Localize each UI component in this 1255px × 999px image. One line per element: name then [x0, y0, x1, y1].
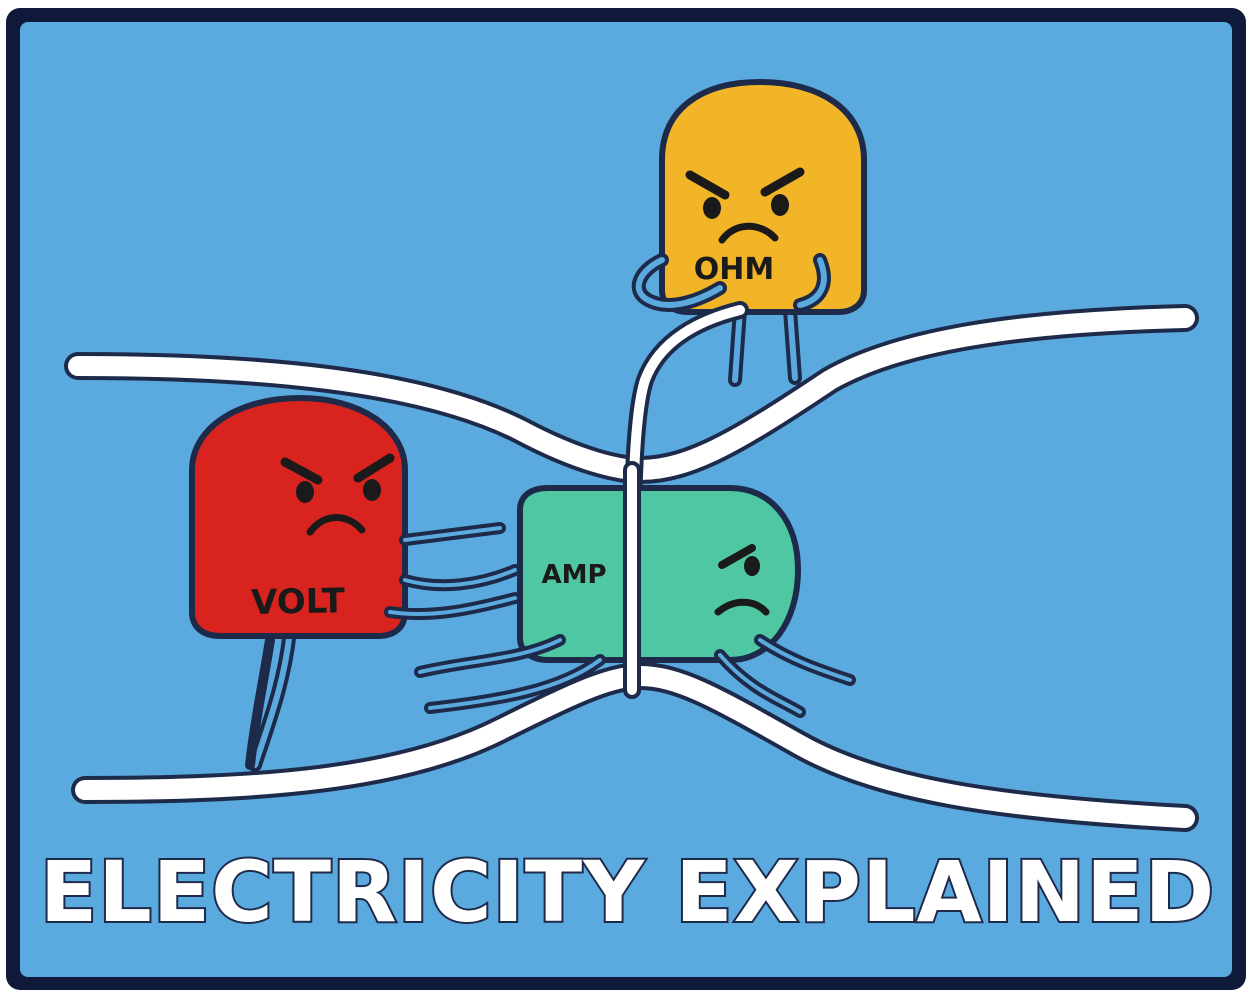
amp-character — [414, 461, 856, 718]
caption-text: ELECTRICITY EXPLAINED — [38, 841, 1216, 943]
volt-character — [189, 394, 521, 772]
ohm-label: OHM — [693, 252, 775, 287]
ohm-body — [659, 78, 867, 315]
amp-body — [517, 485, 802, 663]
volt-label: VOLT — [250, 581, 346, 623]
amp-label: AMP — [541, 560, 607, 590]
volt-body — [189, 394, 408, 639]
ohm-character — [631, 78, 867, 387]
